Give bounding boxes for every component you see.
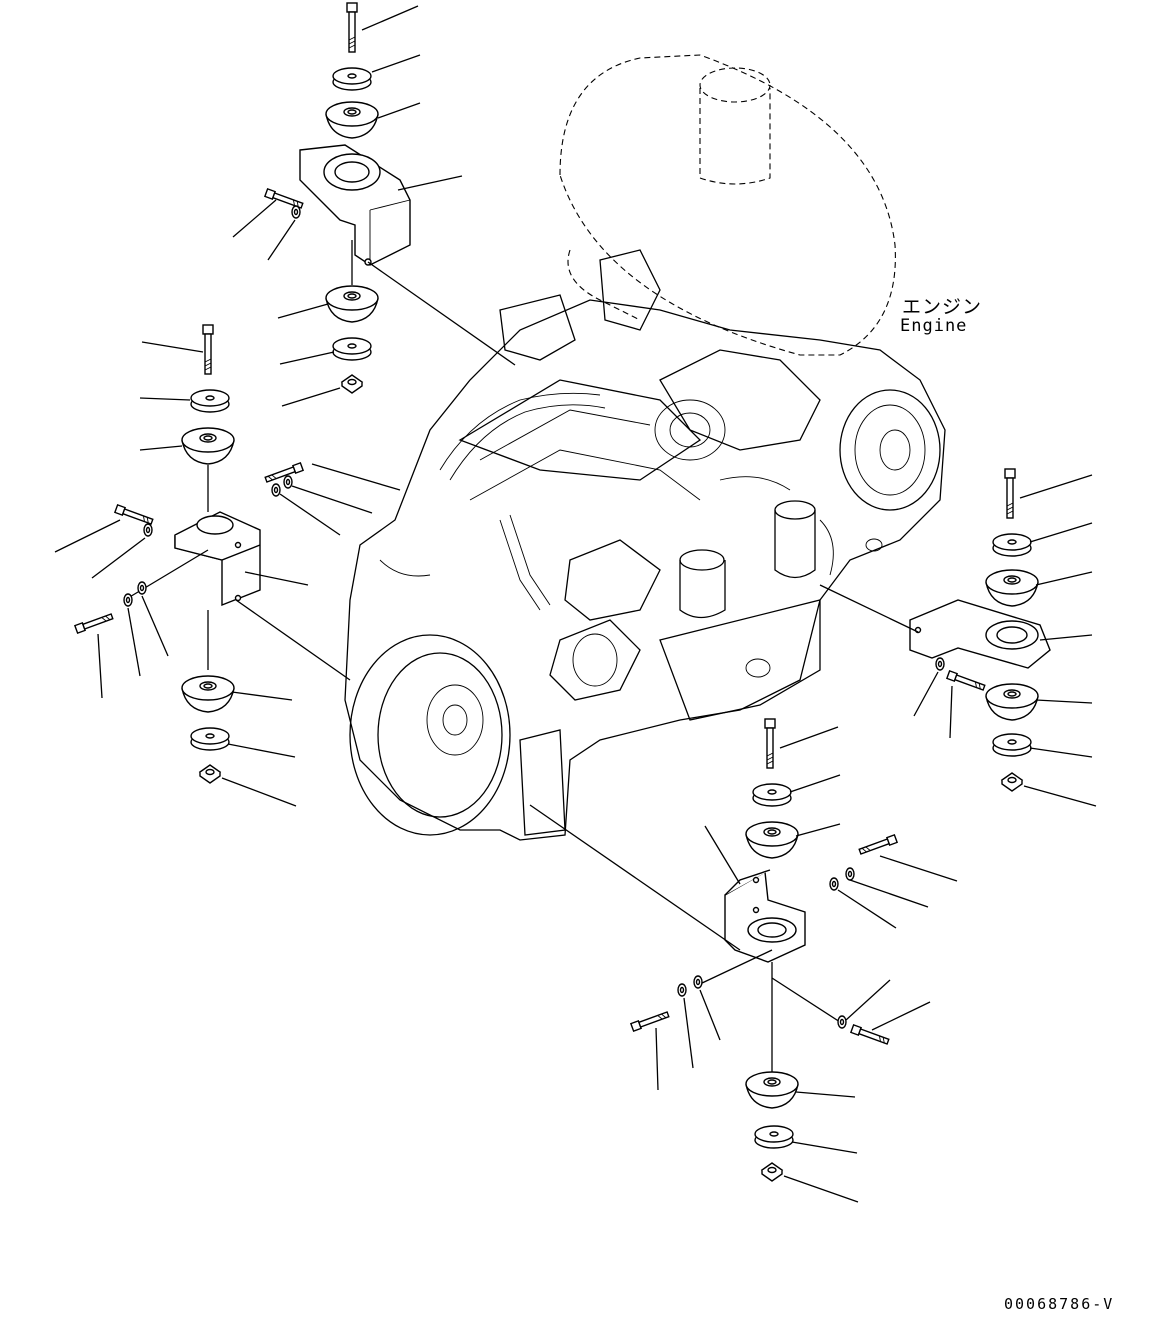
rubber-cushion-icon: [181, 427, 235, 465]
bolt-icon: [74, 611, 115, 634]
rubber-cushion-icon: [745, 821, 799, 859]
engine-label-english: Engine: [900, 316, 968, 336]
washer-icon: [143, 523, 153, 537]
bolt-icon: [850, 1024, 891, 1047]
washer-icon: [283, 475, 293, 489]
nut-icon: [199, 764, 221, 784]
mount-bracket-icon: [909, 599, 1051, 669]
nut-icon: [761, 1162, 783, 1182]
engine-body: [344, 54, 946, 841]
bolt-icon: [764, 718, 776, 769]
nut-icon: [1001, 772, 1023, 792]
drawing-code: 00068786-V: [1004, 1295, 1115, 1313]
washer-icon: [123, 593, 133, 607]
washer-icon: [137, 581, 147, 595]
engine-label-japanese: エンジン: [902, 296, 983, 318]
rubber-cushion-icon: [325, 101, 379, 139]
washer-icon: [693, 975, 703, 989]
mount-bracket-icon: [299, 144, 411, 266]
washer-icon: [845, 867, 855, 881]
washer-icon: [271, 483, 281, 497]
bolt-icon: [630, 1009, 671, 1032]
rubber-cushion-icon: [985, 569, 1039, 607]
washer-icon: [291, 205, 301, 219]
top-rear-mount: [232, 2, 516, 407]
washer-icon: [190, 727, 230, 751]
bolt-icon: [857, 834, 898, 857]
washer-icon: [935, 657, 945, 671]
washer-icon: [752, 783, 792, 807]
rubber-cushion-icon: [181, 675, 235, 713]
mount-bracket-icon: [724, 869, 806, 963]
washer-icon: [332, 337, 372, 361]
right-rear-mount: [819, 468, 1097, 807]
rubber-cushion-icon: [985, 683, 1039, 721]
nut-icon: [341, 374, 363, 394]
washer-icon: [837, 1015, 847, 1029]
washer-icon: [992, 533, 1032, 557]
bolt-icon: [202, 324, 214, 375]
washer-icon: [190, 389, 230, 413]
left-front-mount: [54, 324, 401, 807]
washer-icon: [677, 983, 687, 997]
rubber-cushion-icon: [745, 1071, 799, 1109]
bolt-icon: [346, 2, 358, 53]
mount-bracket-icon: [174, 511, 261, 607]
bolt-icon: [114, 504, 155, 527]
bottom-front-mount: [529, 718, 958, 1203]
washer-icon: [829, 877, 839, 891]
bolt-icon: [946, 670, 987, 693]
bolt-icon: [1004, 468, 1016, 519]
washer-icon: [992, 733, 1032, 757]
washer-icon: [754, 1125, 794, 1149]
rubber-cushion-icon: [325, 285, 379, 323]
washer-icon: [332, 67, 372, 91]
